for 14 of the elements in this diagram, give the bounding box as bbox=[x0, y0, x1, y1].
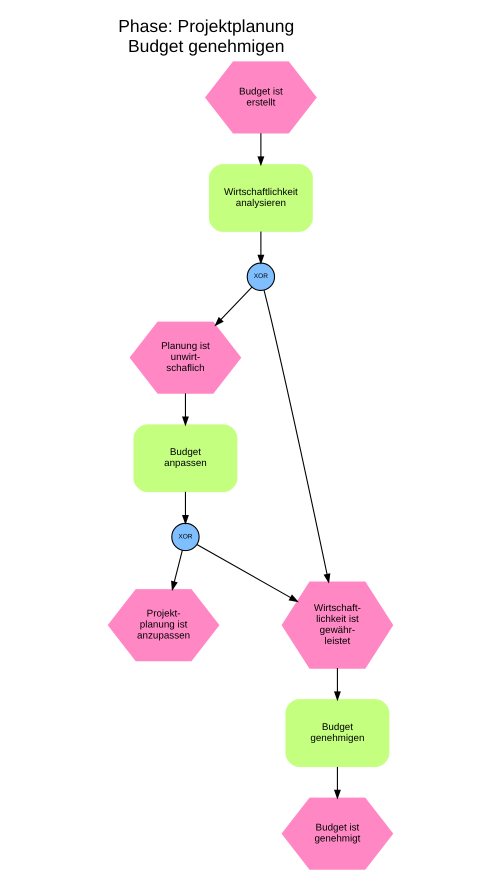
diagram-title: Phase: Projektplanung Budget genehmigen bbox=[118, 16, 294, 56]
node-box: Wirtschaftlichkeit analysieren bbox=[208, 164, 312, 232]
arrow bbox=[256, 133, 264, 166]
arrow bbox=[170, 550, 182, 592]
arrow bbox=[214, 286, 252, 326]
node-box: Budget anpassen bbox=[133, 424, 237, 492]
arrow bbox=[333, 766, 340, 800]
arrow bbox=[182, 393, 188, 426]
arrow bbox=[256, 232, 264, 265]
arrow bbox=[182, 492, 188, 525]
arrow bbox=[333, 668, 340, 702]
arrow bbox=[196, 544, 298, 602]
arrow bbox=[263, 290, 330, 584]
node-box: Budget genehmigen bbox=[284, 699, 389, 767]
